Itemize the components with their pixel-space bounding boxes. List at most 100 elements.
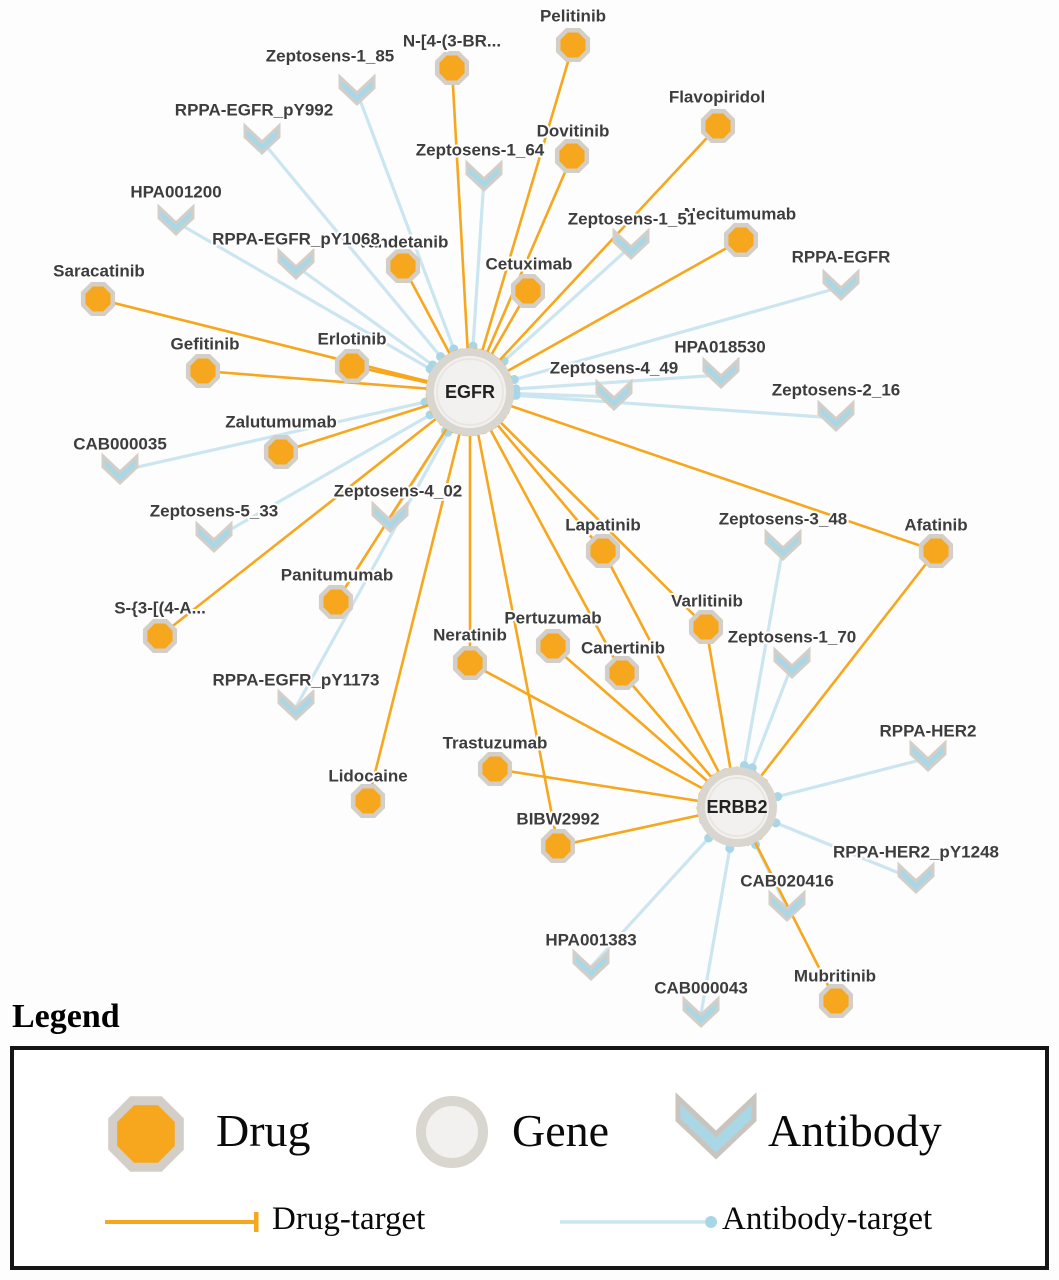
drug-node [452,645,488,681]
gene-node [697,767,777,847]
drug-node [350,783,386,819]
drug-target-edge [489,417,604,552]
drug-label: Zalutumumab [225,413,336,432]
drug-node [723,222,759,258]
drug-node [318,584,354,620]
antibody-node [465,159,503,193]
legend-gene-label: Gene [512,1105,610,1156]
antibody-label: HPA001200 [130,183,221,202]
legend-drug-label: Drug [216,1105,311,1156]
antibody-target-edge [511,389,615,399]
drug-node [554,138,590,174]
antibody-target-edge [499,244,633,366]
drug-label: Trastuzumab [443,734,548,753]
legend-box: Drug Gene Antibody Drug-target Antibody-… [10,1046,1049,1270]
drug-target-edge [159,410,444,638]
nodes-layer [80,27,954,1029]
drug-node [555,27,591,63]
drug-target-edge [366,429,469,802]
antibody-label: RPPA-EGFR_pY992 [175,101,333,120]
antibody-target-edge [260,139,446,362]
antibody-node [773,646,811,680]
antibody-label: CAB020416 [740,872,834,891]
drug-label: BIBW2992 [516,810,599,829]
drug-node [535,628,571,664]
antibody-node [243,122,281,156]
drug-target-edge [505,397,937,553]
drug-target-edge [280,396,435,454]
drug-label: Lidocaine [328,767,407,786]
drug-node [434,50,470,86]
antibody-node [595,378,633,412]
drug-target-edge [492,414,707,628]
legend-drug-icon [108,1096,184,1172]
antibody-label: RPPA-HER2 [880,722,977,741]
drug-node [185,353,221,389]
drug-target-edge [473,44,575,356]
drug-node [510,273,546,309]
gene-label: ERBB2 [706,797,767,817]
drug-node [540,828,576,864]
drug-target-edge [501,238,742,380]
drug-target-edge [334,421,456,603]
antibody-label: HPA001383 [545,931,636,950]
antibody-target-edge [771,818,917,882]
antibody-label: Zeptosens-5_33 [150,502,279,521]
edges-layer [97,44,938,1015]
antibody-node [157,203,195,237]
antibody-node [822,268,860,302]
drug-label: Canertinib [581,639,665,658]
antibody-label: Zeptosens-2_16 [772,381,901,400]
antibody-label: Zeptosens-1_64 [416,141,545,160]
gene-node-inner-ring [707,777,767,837]
drug-target-edge [469,661,709,797]
drug-label: Neratinib [433,626,507,645]
legend-antibody-label: Antibody [768,1105,942,1156]
antibody-node [702,356,740,390]
drug-label: Varlitinib [671,592,743,611]
drug-target-edge [557,806,704,848]
antibody-target-edge [739,546,785,771]
antibody-label: RPPA-HER2_pY1248 [833,843,999,862]
antibody-target-edge [295,264,438,370]
antibody-target-edge [589,833,714,969]
antibody-target-edge [355,91,459,354]
antibody-target-edge [511,373,722,394]
antibody-label: Zeptosens-3_48 [719,510,848,529]
antibody-node [572,948,610,982]
gene-node-inner-ring [436,358,504,426]
antibody-target-edge [747,664,794,773]
drug-label: Cetuximab [486,255,573,274]
drug-target-edge [621,672,720,785]
drug-target-edge [704,626,740,773]
antibody-node [682,995,720,1029]
antibody-label: Zeptosens-4_02 [334,482,463,501]
drug-label: Pelitinib [540,7,606,26]
antibody-label: CAB000035 [73,435,167,454]
drug-node [818,983,854,1019]
antibody-target-edge [699,843,735,1015]
antibody-node [817,399,855,433]
antibody-node [909,739,947,773]
drug-node [263,434,299,470]
drug-label: Vandetanib [358,233,449,252]
drug-target-edge [202,369,431,398]
antibody-label: Zeptosens-4_49 [550,359,679,378]
antibody-label: Zeptosens-1_70 [728,628,857,647]
antibody-node [612,227,650,261]
drug-label: Panitumumab [281,566,393,585]
drug-label: Lapatinib [565,516,641,535]
legend-drug-edge-label: Drug-target [272,1201,426,1237]
drug-node [334,348,370,384]
antibody-label: RPPA-EGFR [792,248,891,267]
drug-node [604,655,640,691]
antibody-node [277,247,315,281]
drug-target-edge [746,835,838,1002]
drug-label: Gefitinib [171,335,240,354]
drug-target-edge [97,297,433,391]
legend-antibody-icon [675,1092,757,1160]
drug-label: Dovitinib [537,122,610,141]
antibody-label: Zeptosens-1_51 [568,210,697,229]
